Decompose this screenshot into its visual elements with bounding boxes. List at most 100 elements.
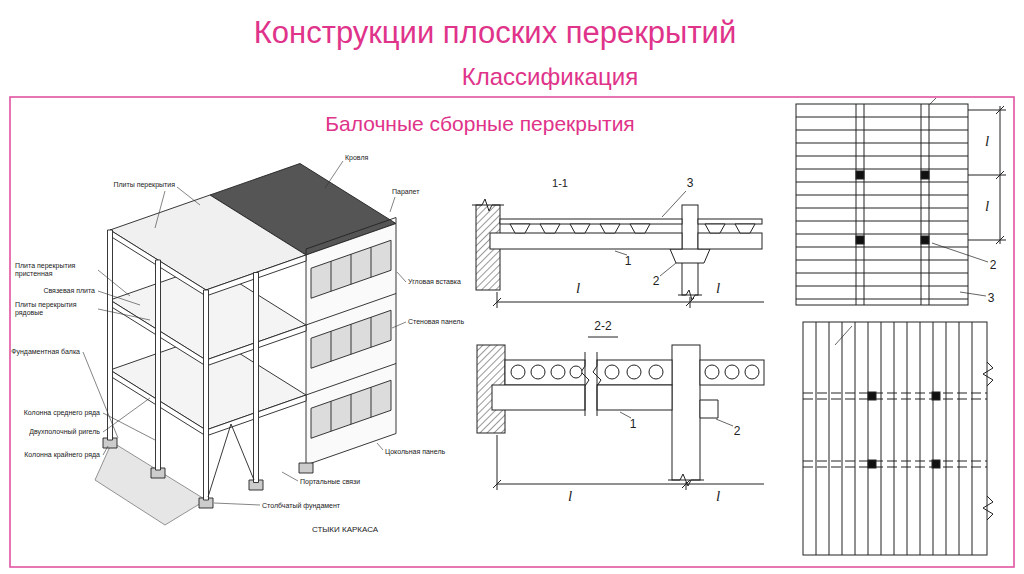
section-drawing — [620, 412, 631, 418]
leader-line — [325, 161, 343, 188]
plan-drawing — [796, 104, 968, 305]
plan-drawing — [796, 221, 968, 222]
plan-drawing — [796, 195, 968, 196]
dimension-label: l — [716, 280, 720, 297]
slide-frame — [10, 97, 1014, 567]
section-drawing — [588, 337, 618, 338]
plan-drawing — [796, 130, 968, 131]
section-drawing — [497, 302, 764, 303]
callout-number: 3 — [687, 177, 694, 191]
part-name: Кровля — [345, 154, 368, 162]
plan-drawing — [932, 243, 988, 262]
leader-line — [103, 398, 150, 432]
dimension-label: l — [985, 198, 989, 215]
building-illustration — [311, 310, 391, 368]
plan-drawing — [796, 260, 968, 261]
part-name: Колонна среднего ряда — [24, 409, 100, 417]
section-drawing — [500, 219, 682, 224]
section-drawing — [593, 352, 601, 416]
plan-drawing — [868, 460, 876, 468]
section-drawing — [672, 345, 700, 480]
callout-number: 1 — [625, 255, 632, 269]
dimension-label: l — [568, 488, 572, 505]
part-name: Портальные связи — [300, 478, 360, 486]
part-name: Фундаментная балка — [11, 348, 80, 356]
section-drawing — [627, 365, 641, 379]
callout-number: 3 — [988, 292, 995, 306]
section-drawing — [551, 365, 565, 379]
leader-line — [98, 309, 150, 320]
plan-drawing — [921, 236, 929, 244]
leader-line — [390, 197, 395, 212]
section-drawing — [472, 191, 764, 490]
plan-drawing — [930, 98, 936, 104]
plan-drawing — [829, 322, 830, 555]
section-drawing — [493, 298, 501, 306]
section-drawing — [492, 385, 585, 410]
plan-drawing — [996, 236, 1004, 244]
plan-drawing — [856, 171, 864, 179]
plan-drawing — [803, 322, 987, 555]
plan-drawing — [796, 286, 968, 287]
section-drawing — [510, 224, 530, 233]
plan-drawing — [796, 299, 968, 300]
dimension-label: l — [716, 488, 720, 505]
section-drawing — [630, 224, 650, 233]
section-drawing — [662, 191, 686, 217]
section-drawing — [597, 385, 672, 410]
callout-number: 1 — [630, 418, 637, 432]
section-drawing — [716, 419, 733, 426]
plan-drawing — [868, 392, 876, 400]
building-illustration — [306, 224, 396, 466]
section-drawing — [698, 219, 762, 224]
building-illustration — [208, 424, 254, 497]
leader-line — [214, 503, 260, 505]
plan-drawing — [796, 156, 968, 157]
section-drawing — [505, 360, 585, 385]
plan-drawing — [868, 322, 869, 555]
building-illustration — [204, 290, 209, 500]
plan-drawing — [842, 322, 843, 555]
section-drawing — [600, 224, 620, 233]
section-drawing — [700, 400, 718, 418]
building-illustration — [311, 380, 391, 438]
leader-line — [397, 272, 406, 282]
building-illustration — [331, 331, 332, 361]
plan-drawing — [983, 496, 993, 520]
plan-drawing — [803, 393, 987, 394]
section-drawing — [686, 298, 694, 306]
section-drawing — [472, 199, 504, 211]
plan-drawing — [921, 104, 922, 305]
part-name: Парапет — [392, 188, 419, 196]
plan-drawing — [796, 117, 968, 118]
plan-drawing — [933, 322, 934, 555]
plan-drawing — [932, 460, 940, 468]
plan-drawing — [796, 143, 968, 144]
part-name: Двухполочный ригель — [29, 428, 100, 436]
plan-drawing — [996, 106, 1004, 114]
plan-drawing — [796, 98, 1006, 555]
section-drawing — [682, 480, 690, 488]
plan-drawing — [803, 399, 987, 400]
plan-drawing — [932, 392, 940, 400]
part-name: Колонна крайнего ряда — [24, 451, 100, 459]
section-drawing — [605, 365, 619, 379]
building-illustration — [110, 195, 306, 290]
building-illustration — [351, 394, 352, 424]
section-drawing — [497, 435, 498, 490]
plan-drawing — [946, 322, 947, 555]
section-drawing — [511, 365, 525, 379]
building-illustration — [95, 442, 206, 525]
building-illustration — [371, 317, 372, 347]
slide-subtitle: Классификация — [462, 63, 638, 91]
section-drawing — [493, 480, 501, 488]
plan-drawing — [855, 322, 856, 555]
section-drawing — [705, 224, 725, 233]
part-name: Плиты перекрытия — [113, 181, 175, 189]
building-illustration — [331, 261, 332, 291]
section-drawing — [497, 292, 498, 308]
building-illustration — [311, 240, 391, 298]
section-drawing — [581, 352, 589, 416]
leader-line — [98, 291, 140, 305]
plan-drawing — [920, 322, 921, 555]
